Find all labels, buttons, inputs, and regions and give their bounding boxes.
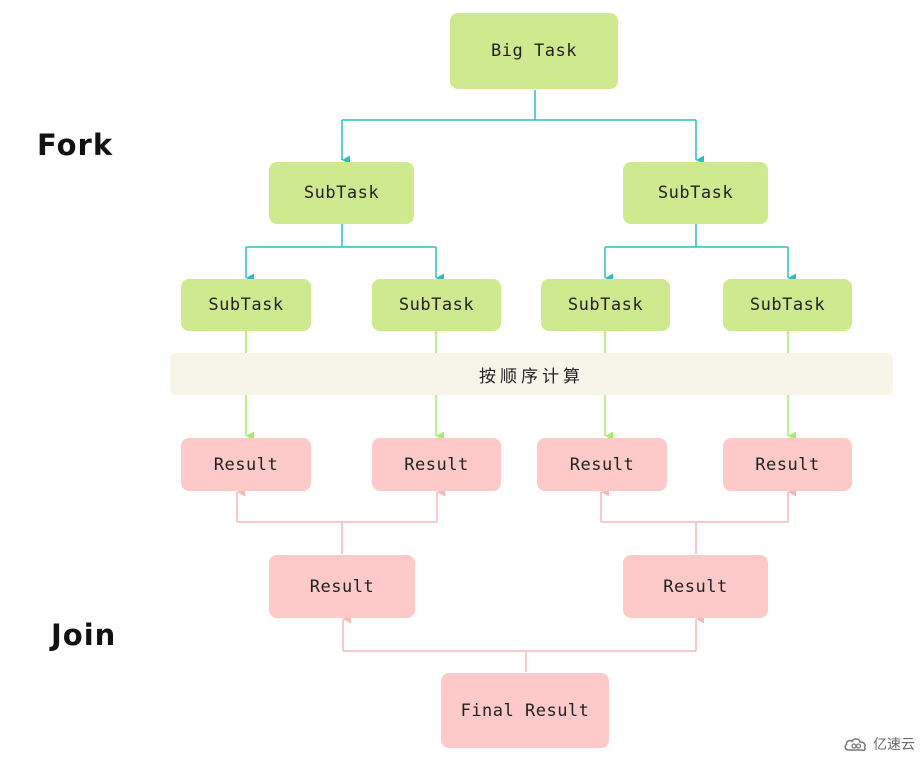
watermark: 亿速云 [843,734,915,754]
cloud-logo-icon [844,738,866,752]
result-node-3: Result [537,438,667,491]
watermark-text: 亿速云 [873,737,915,753]
subtask-node-4: SubTask [723,279,852,331]
join-connectors [236,487,796,672]
subtask-node-3: SubTask [541,279,670,331]
result-node-right: Result [623,555,768,618]
result-node-1: Result [181,438,311,491]
subtask-node-2: SubTask [372,279,501,331]
fork-label: Fork [37,128,114,162]
sequential-compute-band: 按顺序计算 [170,353,893,395]
join-label: Join [51,618,117,652]
result-node-left: Result [269,555,415,618]
result-node-4: Result [723,438,852,491]
subtask-node-right: SubTask [623,162,768,224]
fork-connectors [245,90,796,283]
subtask-node-left: SubTask [269,162,414,224]
big-task-node: Big Task [450,13,618,89]
subtask-node-1: SubTask [181,279,311,331]
final-result-node: Final Result [441,673,609,748]
result-node-2: Result [372,438,501,491]
